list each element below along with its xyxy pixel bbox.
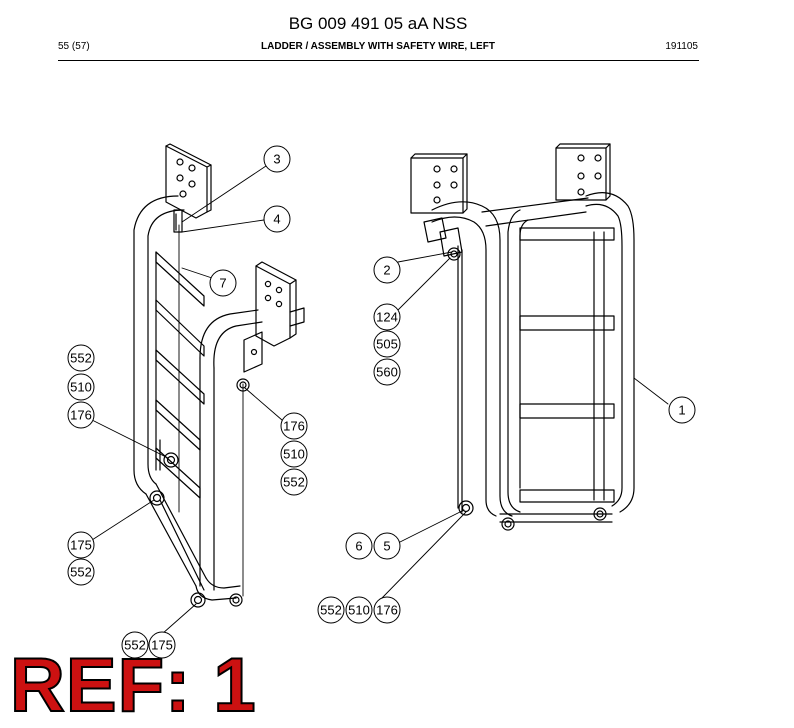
callout-4: 4 — [273, 212, 280, 227]
callout-176-left-upper: 176 — [70, 408, 92, 423]
callout-510-right-bottom: 510 — [348, 603, 370, 618]
callout-176-left-mid: 176 — [283, 419, 305, 434]
right-ladder — [410, 143, 635, 531]
callout-552-left-upper: 552 — [70, 351, 92, 366]
drawing-title: LADDER / ASSEMBLY WITH SAFETY WIRE, LEFT — [261, 41, 495, 52]
callout-175-left-bottom: 175 — [151, 638, 173, 653]
callout-176-right-bottom: 176 — [376, 603, 398, 618]
callout-2: 2 — [383, 263, 390, 278]
callout-5: 5 — [383, 539, 390, 554]
callout-552-left-mid: 552 — [283, 475, 305, 490]
leader-lines — [91, 165, 669, 635]
drawing-code: 191105 — [665, 41, 698, 52]
callout-circles — [67, 145, 696, 659]
callout-124: 124 — [376, 310, 398, 325]
callout-1: 1 — [678, 403, 685, 418]
callout-552-right-bottom: 552 — [320, 603, 342, 618]
reference-label: REF: 1 — [9, 643, 257, 728]
callout-505: 505 — [376, 337, 398, 352]
header-rule — [58, 60, 699, 61]
page-number: 55 (57) — [58, 41, 90, 52]
document-number: BG 009 491 05 aA NSS — [288, 14, 468, 33]
callout-6: 6 — [355, 539, 362, 554]
callout-560: 560 — [376, 365, 398, 380]
callout-175-left-lower: 175 — [70, 538, 92, 553]
callout-552-left-lower: 552 — [70, 565, 92, 580]
callout-510-left-mid: 510 — [283, 447, 305, 462]
callout-510-left-upper: 510 — [70, 380, 92, 395]
callout-552-left-bottom: 552 — [124, 638, 146, 653]
callout-3: 3 — [273, 152, 280, 167]
callout-7: 7 — [219, 276, 226, 291]
left-ladder — [133, 143, 305, 608]
